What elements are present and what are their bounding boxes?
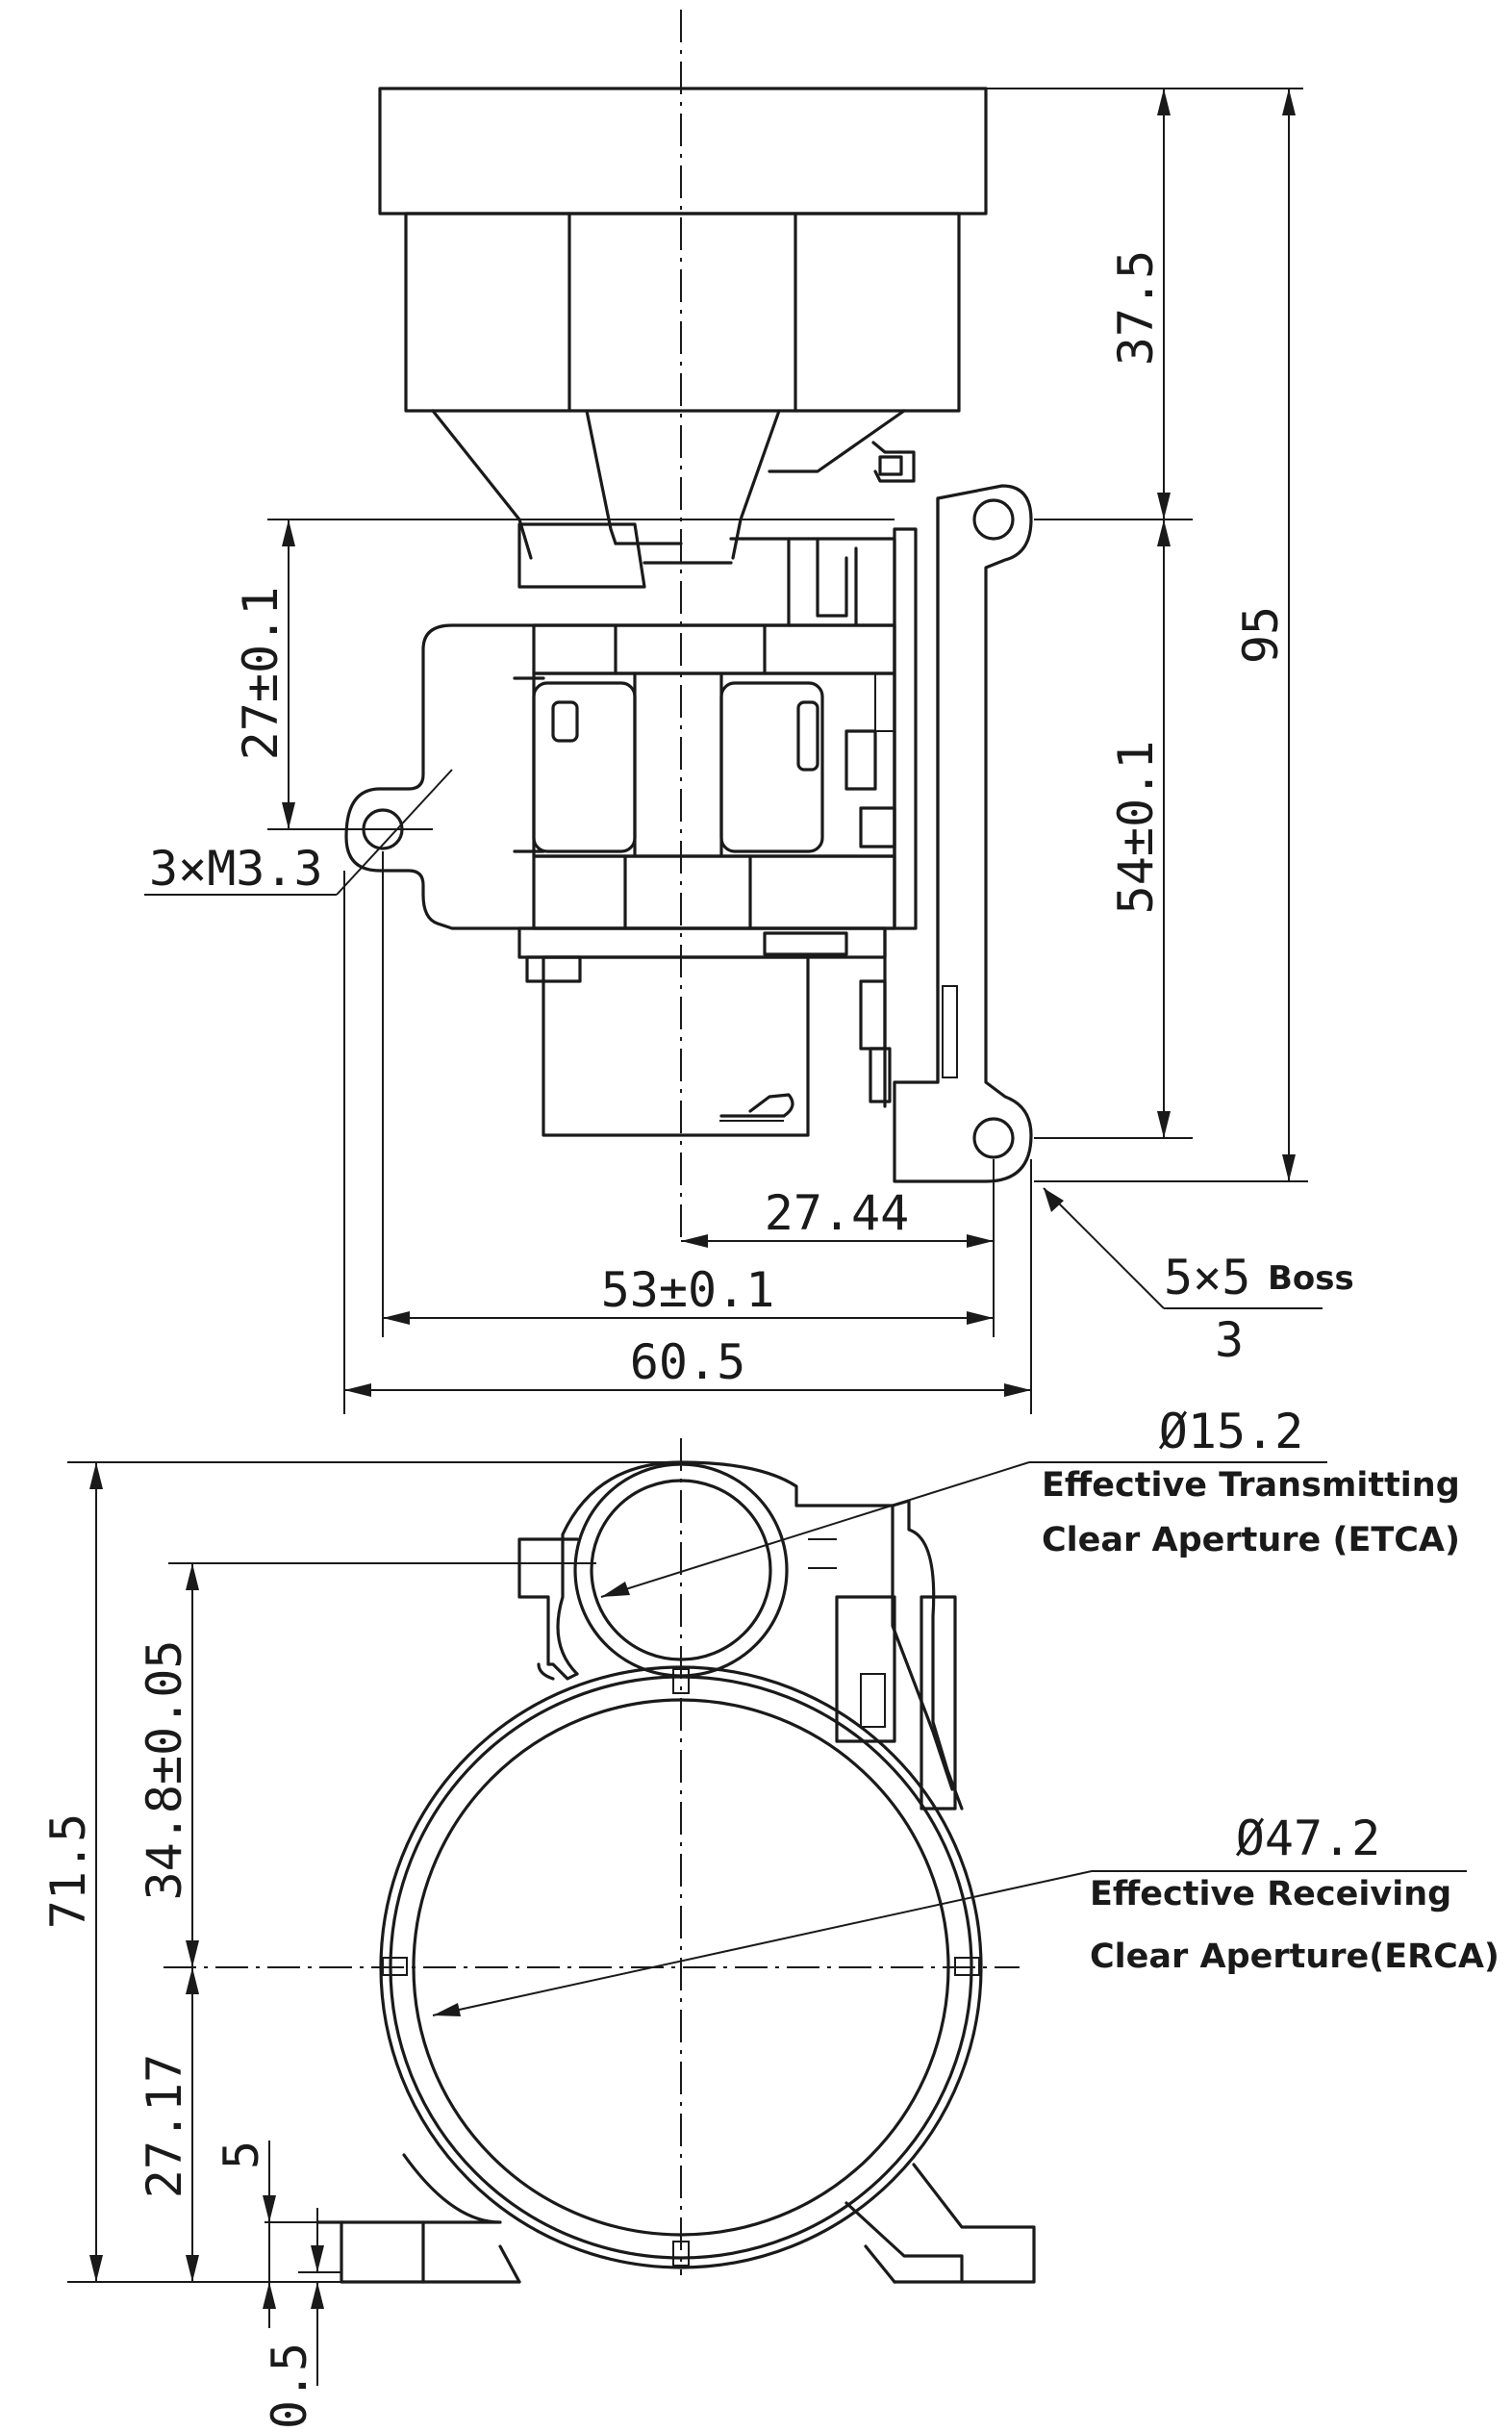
mount-hole-bottom (972, 1117, 1015, 1159)
label-threads: 3×M3.3 (149, 841, 323, 897)
housing-body (344, 623, 896, 930)
foot-right (844, 2163, 1036, 2284)
dim-foot-height: 5 (214, 2141, 269, 2169)
tx-note-line1: Effective Transmitting (1042, 1466, 1460, 1505)
rx-note-line2: Clear Aperture(ERCA) (1090, 1938, 1499, 1976)
lens-barrel (404, 212, 961, 413)
dim-center-offset: 27.44 (765, 1185, 910, 1241)
tx-note-line2: Clear Aperture (ETCA) (1042, 1521, 1460, 1559)
boss-height: 3 (1215, 1312, 1244, 1368)
dim-rx-diameter: Ø47.2 (1236, 1811, 1381, 1866)
dim-axis-spacing: 34.8±0.05 (137, 1640, 192, 1901)
dim-foot-offset: 0.5 (262, 2343, 317, 2429)
dim-hole-spacing-h: 53±0.1 (601, 1262, 775, 1318)
boss-label: 5×5 (1164, 1250, 1250, 1305)
housing-upper (517, 522, 646, 589)
dim-hole-spacing-v: 54±0.1 (1108, 741, 1164, 915)
rx-aperture-inner (412, 1698, 950, 2237)
mount-bracket (893, 484, 1033, 1183)
rx-aperture-outer (379, 1665, 983, 2269)
dim-total-height: 95 (1233, 606, 1289, 664)
top-view: 95 37.5 54±0.1 27±0.1 3×M3.3 27.44 53±0 (144, 10, 1354, 1414)
front-pcb (891, 1499, 964, 1811)
dim-total-width: 60.5 (630, 1334, 745, 1390)
lens-funnel (431, 409, 533, 560)
rx-note-line1: Effective Receiving (1090, 1875, 1451, 1913)
front-housing (556, 1460, 954, 1791)
boss-word: Boss (1268, 1259, 1354, 1298)
tx-tube (532, 671, 896, 858)
mount-hole-top (972, 498, 1015, 541)
dim-tx-diameter: Ø15.2 (1159, 1404, 1304, 1459)
pcb-board (893, 527, 918, 930)
dim-total-height-front: 71.5 (40, 1813, 96, 1929)
foot-left (340, 2153, 502, 2284)
tx-aperture-inner (590, 1479, 772, 1661)
dim-left-height: 27±0.1 (233, 587, 289, 761)
lens-hood (378, 87, 988, 215)
dim-upper-height: 37.5 (1108, 250, 1164, 366)
rx-aperture-mid (389, 1675, 973, 2260)
dim-rx-axis-height: 27.17 (137, 2054, 192, 2199)
detector-body (542, 955, 810, 1137)
front-view: Ø15.2 Effective Transmitting Clear Apert… (40, 1404, 1499, 2429)
